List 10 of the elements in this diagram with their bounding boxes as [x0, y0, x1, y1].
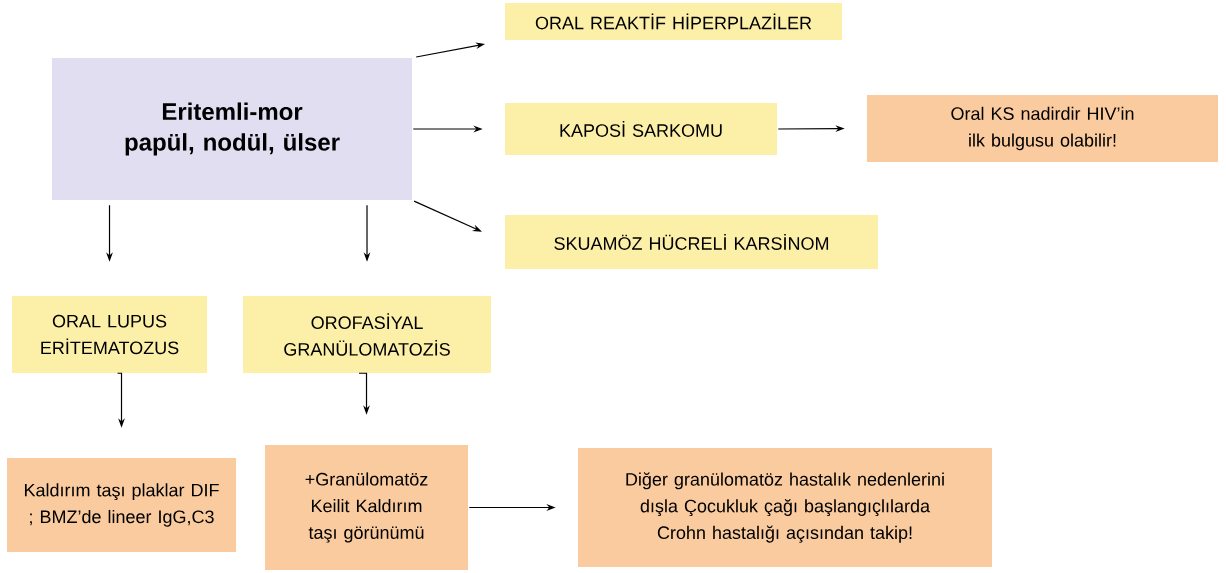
topic-box: Eritemli-mor papül, nodül, ülser	[52, 58, 412, 200]
note-box: Diğer granülomatöz hastalık nedenlerini dışla Çocukluk çağı başlangıçlılarda Crohn hastalığı açısından takip!	[578, 448, 992, 567]
diagnosis-box: OROFASİYAL GRANÜLOMATOZİS	[243, 296, 491, 373]
note-box: Oral KS nadirdir HIV’in ilk bulgusu olabilir!	[867, 95, 1218, 162]
diagnosis-box: ORAL REAKTİF HİPERPLAZİLER	[505, 3, 842, 40]
diagnosis-box: SKUAMÖZ HÜCRELİ KARSİNOM	[505, 215, 878, 269]
diagnosis-box: KAPOSİ SARKOMU	[505, 103, 777, 155]
note-box: Kaldırım taşı plaklar DIF ; BMZ’de lineer IgG,C3	[7, 458, 236, 552]
diagnosis-box: ORAL LUPUS ERİTEMATOZUS	[12, 296, 207, 373]
note-box: +Granülomatöz Keilit Kaldırım taşı görünümü	[265, 445, 468, 570]
